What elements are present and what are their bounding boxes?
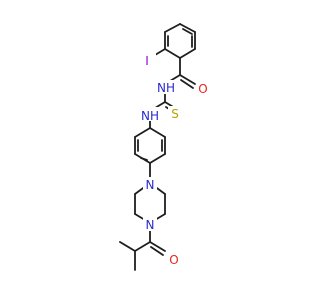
- nitrogen-label: N: [146, 218, 155, 232]
- bond: [179, 48, 196, 59]
- bond-inner: [140, 157, 148, 161]
- oxygen-label: O: [169, 253, 178, 267]
- bond: [164, 23, 181, 33]
- bond: [134, 127, 151, 138]
- bond-inner: [182, 28, 193, 35]
- bond: [179, 23, 196, 33]
- bond: [149, 241, 166, 252]
- bond: [134, 241, 151, 252]
- iodine-atom: I: [142, 52, 156, 68]
- amide-nh: NH: [155, 80, 177, 95]
- thiourea-sulfur: S: [168, 106, 182, 121]
- bond: [179, 74, 196, 85]
- bond: [149, 127, 166, 138]
- bond: [180, 79, 194, 89]
- molecule-structure-diagram: I O NH S NH N N O: [0, 0, 300, 300]
- bond: [164, 48, 181, 59]
- piperazine-n-upper: N: [143, 177, 157, 192]
- nh-label: NH: [157, 81, 175, 95]
- oxygen-label: O: [198, 82, 207, 96]
- background: [0, 0, 300, 300]
- carbonyl-oxygen-top: O: [197, 81, 211, 96]
- carbonyl-oxygen-bottom: O: [168, 252, 182, 267]
- aryl-nh: NH: [141, 107, 163, 123]
- bond: [150, 246, 164, 256]
- atom-labels: I O NH S NH N N O: [141, 52, 211, 267]
- nitrogen-label: N: [146, 178, 155, 192]
- iodine-label: I: [145, 54, 149, 68]
- nh-label: NH: [141, 109, 159, 123]
- bond: [119, 241, 136, 252]
- sulfur-label: S: [171, 107, 179, 121]
- piperazine-n-lower: N: [143, 217, 157, 232]
- bond: [149, 153, 166, 164]
